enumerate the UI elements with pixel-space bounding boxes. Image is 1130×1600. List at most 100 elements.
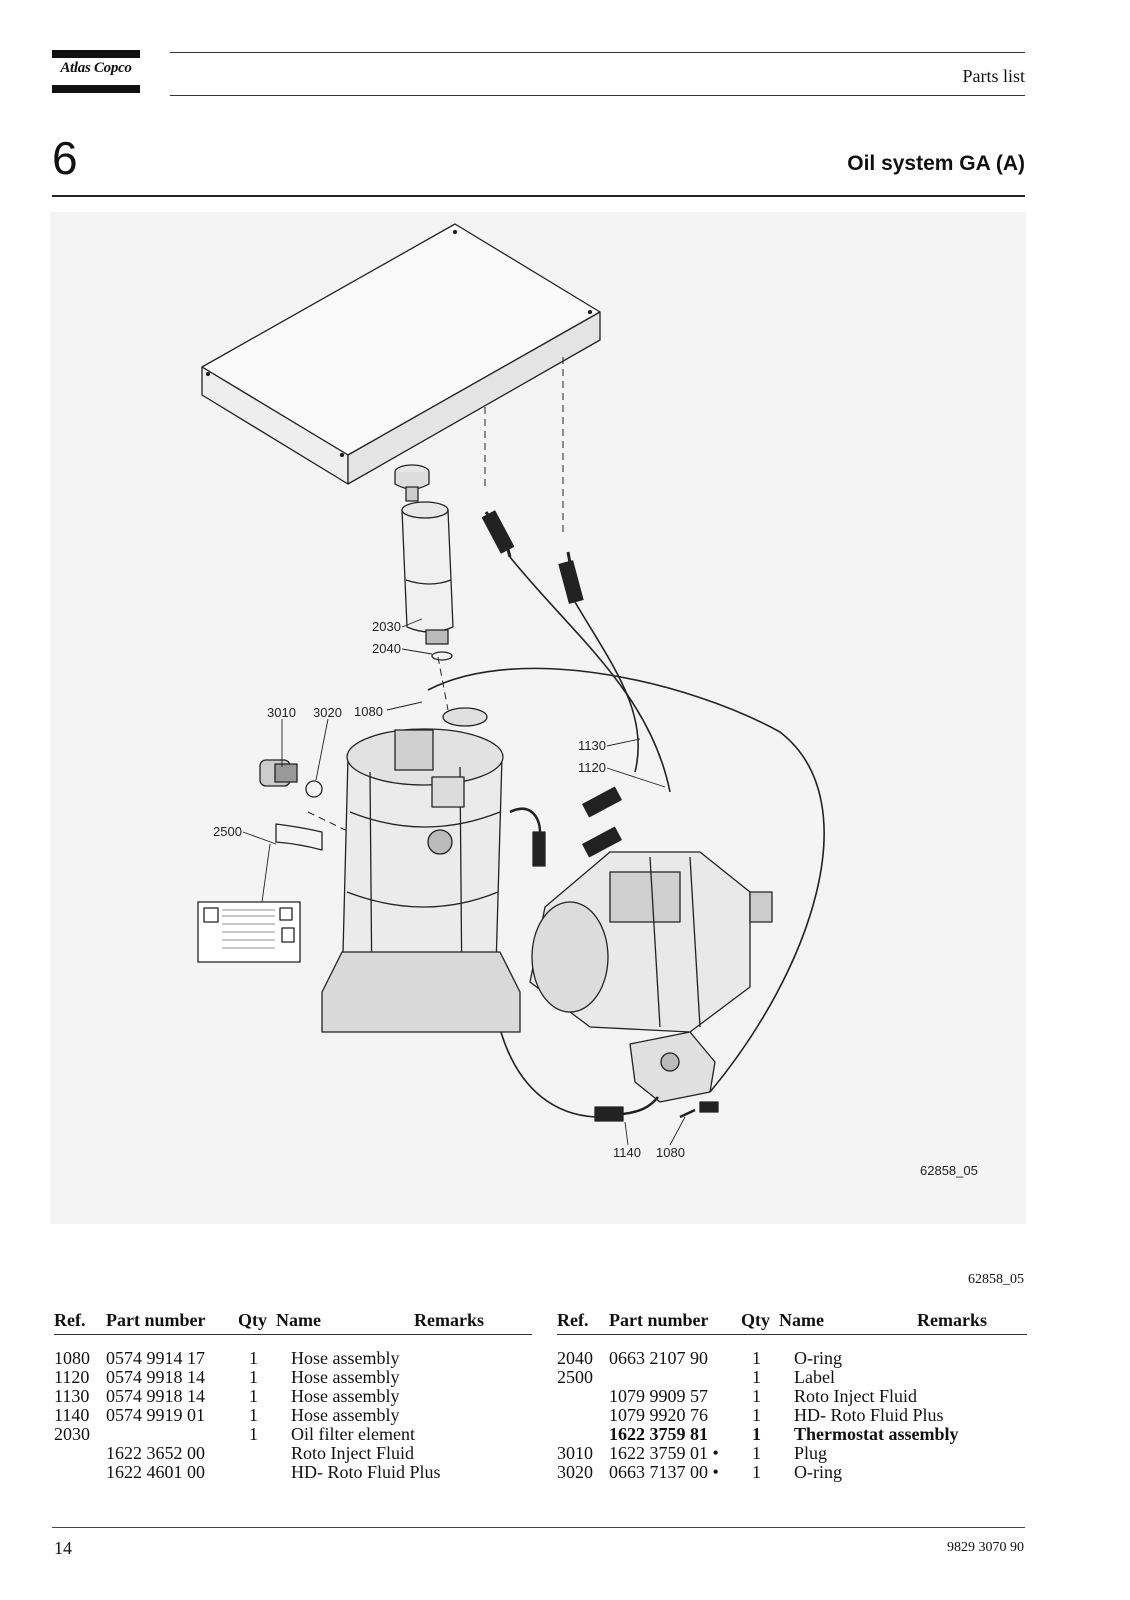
- cell-part: 1622 3759 01 •: [609, 1443, 719, 1463]
- cell-part: 1079 9909 57: [609, 1386, 708, 1406]
- cell-qty: 1: [752, 1443, 761, 1463]
- col-name: Name: [779, 1310, 824, 1330]
- callout-1140: 1140: [613, 1145, 641, 1160]
- oil-filter-element: [401, 501, 454, 645]
- table-row: 2030 1 Oil filter element: [54, 1425, 532, 1444]
- figure-id-caption: 62858_05: [968, 1272, 1024, 1287]
- callout-1120: 1120: [578, 760, 606, 775]
- col-remarks: Remarks: [414, 1310, 484, 1330]
- cell-part: 0574 9918 14: [106, 1367, 205, 1387]
- cell-ref: 1080: [54, 1348, 90, 1368]
- callout-2500: 2500: [213, 824, 242, 839]
- table-row: 1622 3652 00 Roto Inject Fluid: [54, 1444, 532, 1463]
- cell-name: Hose assembly: [291, 1405, 400, 1425]
- logo-bar-bottom: [52, 85, 140, 93]
- cell-name: Label: [794, 1367, 835, 1387]
- callout-3010: 3010: [267, 705, 296, 720]
- logo-text: Atlas Copco: [60, 60, 132, 76]
- cell-part: 1622 3759 81: [609, 1424, 708, 1444]
- table-header: Ref. Part number Qty Name Remarks: [557, 1310, 1027, 1335]
- title-rule: [52, 195, 1025, 197]
- table-row: 1622 4601 00 HD- Roto Fluid Plus: [54, 1463, 532, 1482]
- cell-qty: 1: [249, 1367, 258, 1387]
- cell-qty: 1: [752, 1348, 761, 1368]
- cell-name: Plug: [794, 1443, 828, 1463]
- callout-1080-bottom: 1080: [656, 1145, 685, 1160]
- callout-2030: 2030: [372, 619, 401, 634]
- atlas-copco-logo: Atlas Copco: [52, 50, 140, 94]
- col-part-number: Part number: [106, 1310, 206, 1330]
- cell-part: 0574 9918 14: [106, 1386, 205, 1406]
- cell-name: O-ring: [794, 1348, 842, 1368]
- logo-bar-top: [52, 50, 140, 58]
- col-qty: Qty: [741, 1310, 770, 1330]
- doc-type-label: Parts list: [962, 66, 1025, 86]
- header-rule-top: [170, 52, 1025, 53]
- cell-ref: 1130: [54, 1386, 90, 1406]
- figure-drawing-id: 62858_05: [920, 1163, 978, 1178]
- cell-name: HD- Roto Fluid Plus: [794, 1405, 944, 1425]
- cell-part: 0574 9919 01: [106, 1405, 205, 1425]
- cell-name: Hose assembly: [291, 1348, 400, 1368]
- table-row: 1079 9920 76 1 HD- Roto Fluid Plus: [557, 1406, 1027, 1425]
- table-row: 1079 9909 57 1 Roto Inject Fluid: [557, 1387, 1027, 1406]
- table-row: 1130 0574 9918 14 1 Hose assembly: [54, 1387, 532, 1406]
- col-ref: Ref.: [557, 1310, 589, 1330]
- cell-ref: 2040: [557, 1348, 593, 1368]
- cell-name: Hose assembly: [291, 1386, 400, 1406]
- cell-qty: 1: [752, 1462, 761, 1482]
- cell-part: 1622 3652 00: [106, 1443, 205, 1463]
- page-number: 14: [54, 1538, 72, 1558]
- cell-name: Roto Inject Fluid: [794, 1386, 917, 1406]
- cell-name: O-ring: [794, 1462, 842, 1482]
- document-number: 9829 3070 90: [947, 1540, 1024, 1555]
- cell-qty: 1: [249, 1386, 258, 1406]
- col-remarks: Remarks: [917, 1310, 987, 1330]
- parts-table-left: Ref. Part number Qty Name Remarks 1080 05…: [54, 1310, 532, 1482]
- callout-2040: 2040: [372, 641, 401, 656]
- table-row: 1622 3759 81 1 Thermostat assembly: [557, 1425, 1027, 1444]
- cell-ref: 2030: [54, 1424, 90, 1444]
- table-row: 1140 0574 9919 01 1 Hose assembly: [54, 1406, 532, 1425]
- cell-qty: 1: [249, 1405, 258, 1425]
- parts-table-right: Ref. Part number Qty Name Remarks 2040 06…: [557, 1310, 1027, 1482]
- cell-qty: 1: [752, 1386, 761, 1406]
- col-ref: Ref.: [54, 1310, 86, 1330]
- col-name: Name: [276, 1310, 321, 1330]
- cell-name: Roto Inject Fluid: [291, 1443, 414, 1463]
- exploded-parts-illustration: 2030 2040 3010 3020 1080 1130 1120 2500 …: [50, 212, 1026, 1224]
- cell-ref: 3010: [557, 1443, 593, 1463]
- compressor-element: [529, 851, 773, 1033]
- cell-ref: 3020: [557, 1462, 593, 1482]
- col-qty: Qty: [238, 1310, 267, 1330]
- cell-qty: 1: [752, 1367, 761, 1387]
- oil-cooler-panel: [201, 223, 601, 485]
- callout-3020: 3020: [313, 705, 342, 720]
- table-header: Ref. Part number Qty Name Remarks: [54, 1310, 532, 1335]
- cell-name: Thermostat assembly: [794, 1424, 959, 1444]
- cell-ref: 1120: [54, 1367, 90, 1387]
- section-title: Oil system GA (A): [847, 152, 1025, 175]
- chapter-number: 6: [52, 132, 78, 184]
- col-part-number: Part number: [609, 1310, 709, 1330]
- table-row: 2040 0663 2107 90 1 O-ring: [557, 1349, 1027, 1368]
- cell-qty: 1: [249, 1348, 258, 1368]
- cell-part: 0663 2107 90: [609, 1348, 708, 1368]
- cell-ref: 1140: [54, 1405, 90, 1425]
- cell-part: 1079 9920 76: [609, 1405, 708, 1425]
- illustration-drawing: [197, 223, 825, 1146]
- cell-qty: 1: [752, 1424, 761, 1444]
- oil-separator-vessel: [321, 728, 521, 1033]
- header-rule-bottom: [170, 95, 1025, 96]
- cell-name: Oil filter element: [291, 1424, 415, 1444]
- cell-part: 0574 9914 17: [106, 1348, 205, 1368]
- cell-qty: 1: [249, 1424, 258, 1444]
- cell-name: HD- Roto Fluid Plus: [291, 1462, 441, 1482]
- cell-part: 1622 4601 00: [106, 1462, 205, 1482]
- cell-qty: 1: [752, 1405, 761, 1425]
